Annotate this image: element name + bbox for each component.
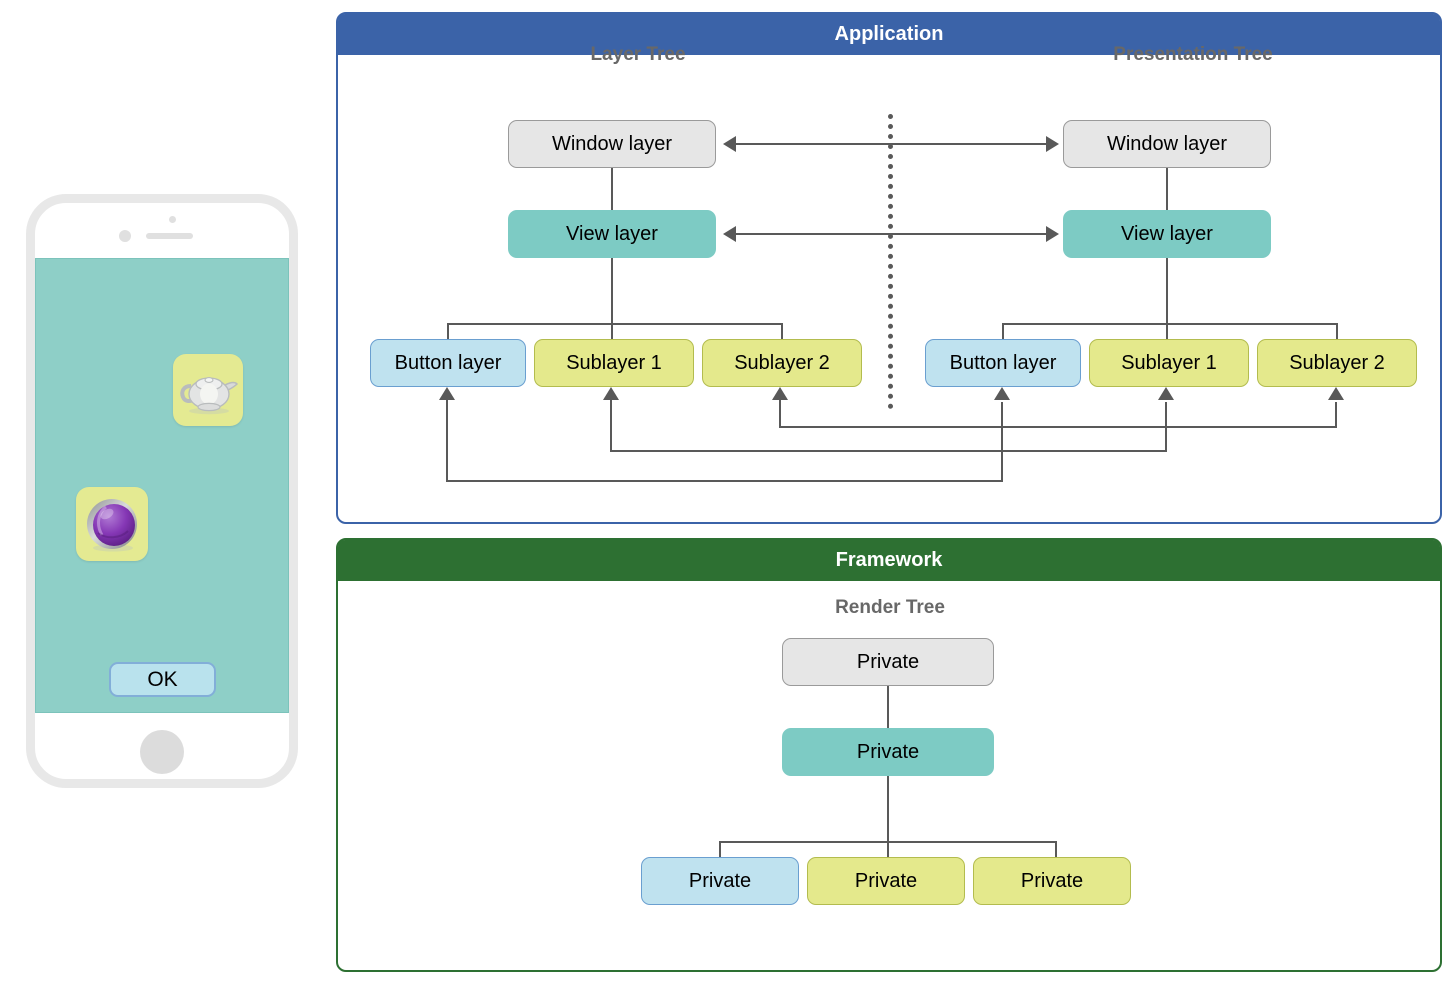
framework-panel-title: Framework — [338, 540, 1440, 581]
presentation-tree-node-view-layer[interactable]: View layer — [1063, 210, 1271, 258]
connector-line — [611, 168, 613, 210]
presentation-tree-node-sublayer-2[interactable]: Sublayer 2 — [1257, 339, 1417, 387]
connector-line — [887, 841, 889, 857]
tree-divider — [888, 114, 893, 409]
layer-tree-node-sublayer-1[interactable]: Sublayer 1 — [534, 339, 694, 387]
layer-tree-node-window-layer[interactable]: Window layer — [508, 120, 716, 168]
phone-screen: OK — [35, 258, 289, 713]
connector-line — [1002, 323, 1338, 325]
render-tree-node-button[interactable]: Private — [641, 857, 799, 905]
render-tree-title: Render Tree — [835, 597, 945, 618]
render-tree-node-root[interactable]: Private — [782, 638, 994, 686]
arrow-right-icon — [1046, 226, 1059, 242]
application-panel-title: Application — [338, 14, 1440, 55]
feedback-line — [1165, 402, 1167, 450]
connector-line — [447, 323, 449, 339]
camera-dot-icon — [169, 216, 176, 223]
connector-line — [447, 323, 783, 325]
feedback-line — [610, 399, 612, 450]
layer-tree-node-view-layer[interactable]: View layer — [508, 210, 716, 258]
app-tile-teapot[interactable] — [173, 354, 243, 426]
arrow-up-icon — [1158, 387, 1174, 400]
connector-line — [1166, 258, 1168, 324]
app-tile-sphere[interactable] — [76, 487, 148, 561]
arrow-left-icon — [723, 136, 736, 152]
presentation-tree-node-window-layer[interactable]: Window layer — [1063, 120, 1271, 168]
arrow-up-icon — [772, 387, 788, 400]
connector-line — [1336, 323, 1338, 339]
connector-line — [887, 776, 889, 841]
layer-tree-node-sublayer-2[interactable]: Sublayer 2 — [702, 339, 862, 387]
framework-panel: Framework Render Tree Private Private Pr… — [336, 538, 1442, 972]
presentation-tree-node-button-layer[interactable]: Button layer — [925, 339, 1081, 387]
sensor-dot-icon — [119, 230, 131, 242]
sync-arrow-view-layer — [728, 233, 1051, 235]
connector-line — [1166, 168, 1168, 210]
connector-line — [611, 323, 613, 339]
presentation-tree-title: Presentation Tree — [1113, 44, 1273, 65]
connector-line — [1055, 841, 1057, 857]
sync-arrow-window-layer — [728, 143, 1051, 145]
feedback-line — [1001, 402, 1003, 480]
speaker-grill-icon — [146, 233, 193, 239]
application-panel: Application Layer Tree Presentation Tree… — [336, 12, 1442, 524]
purple-sphere-icon — [87, 499, 137, 552]
connector-line — [719, 841, 721, 857]
connector-line — [1002, 323, 1004, 339]
connector-line — [887, 686, 889, 728]
layer-tree-title: Layer Tree — [590, 44, 686, 65]
teapot-icon — [180, 377, 239, 415]
arrow-up-icon — [439, 387, 455, 400]
arrow-up-icon — [603, 387, 619, 400]
arrow-up-icon — [1328, 387, 1344, 400]
home-button[interactable] — [140, 730, 184, 774]
phone-mockup: OK — [26, 194, 298, 788]
render-tree-node-sublayer-2[interactable]: Private — [973, 857, 1131, 905]
feedback-line — [610, 450, 1167, 452]
layer-tree-node-button-layer[interactable]: Button layer — [370, 339, 526, 387]
ok-button[interactable]: OK — [109, 662, 216, 697]
feedback-line — [779, 426, 1337, 428]
render-tree-node-sublayer-1[interactable]: Private — [807, 857, 965, 905]
feedback-line — [446, 399, 448, 480]
connector-line — [1166, 323, 1168, 339]
connector-line — [611, 258, 613, 324]
feedback-line — [779, 399, 781, 426]
feedback-line — [446, 480, 1003, 482]
arrow-right-icon — [1046, 136, 1059, 152]
arrow-up-icon — [994, 387, 1010, 400]
render-tree-node-view[interactable]: Private — [782, 728, 994, 776]
feedback-line — [1335, 402, 1337, 426]
presentation-tree-node-sublayer-1[interactable]: Sublayer 1 — [1089, 339, 1249, 387]
connector-line — [781, 323, 783, 339]
arrow-left-icon — [723, 226, 736, 242]
